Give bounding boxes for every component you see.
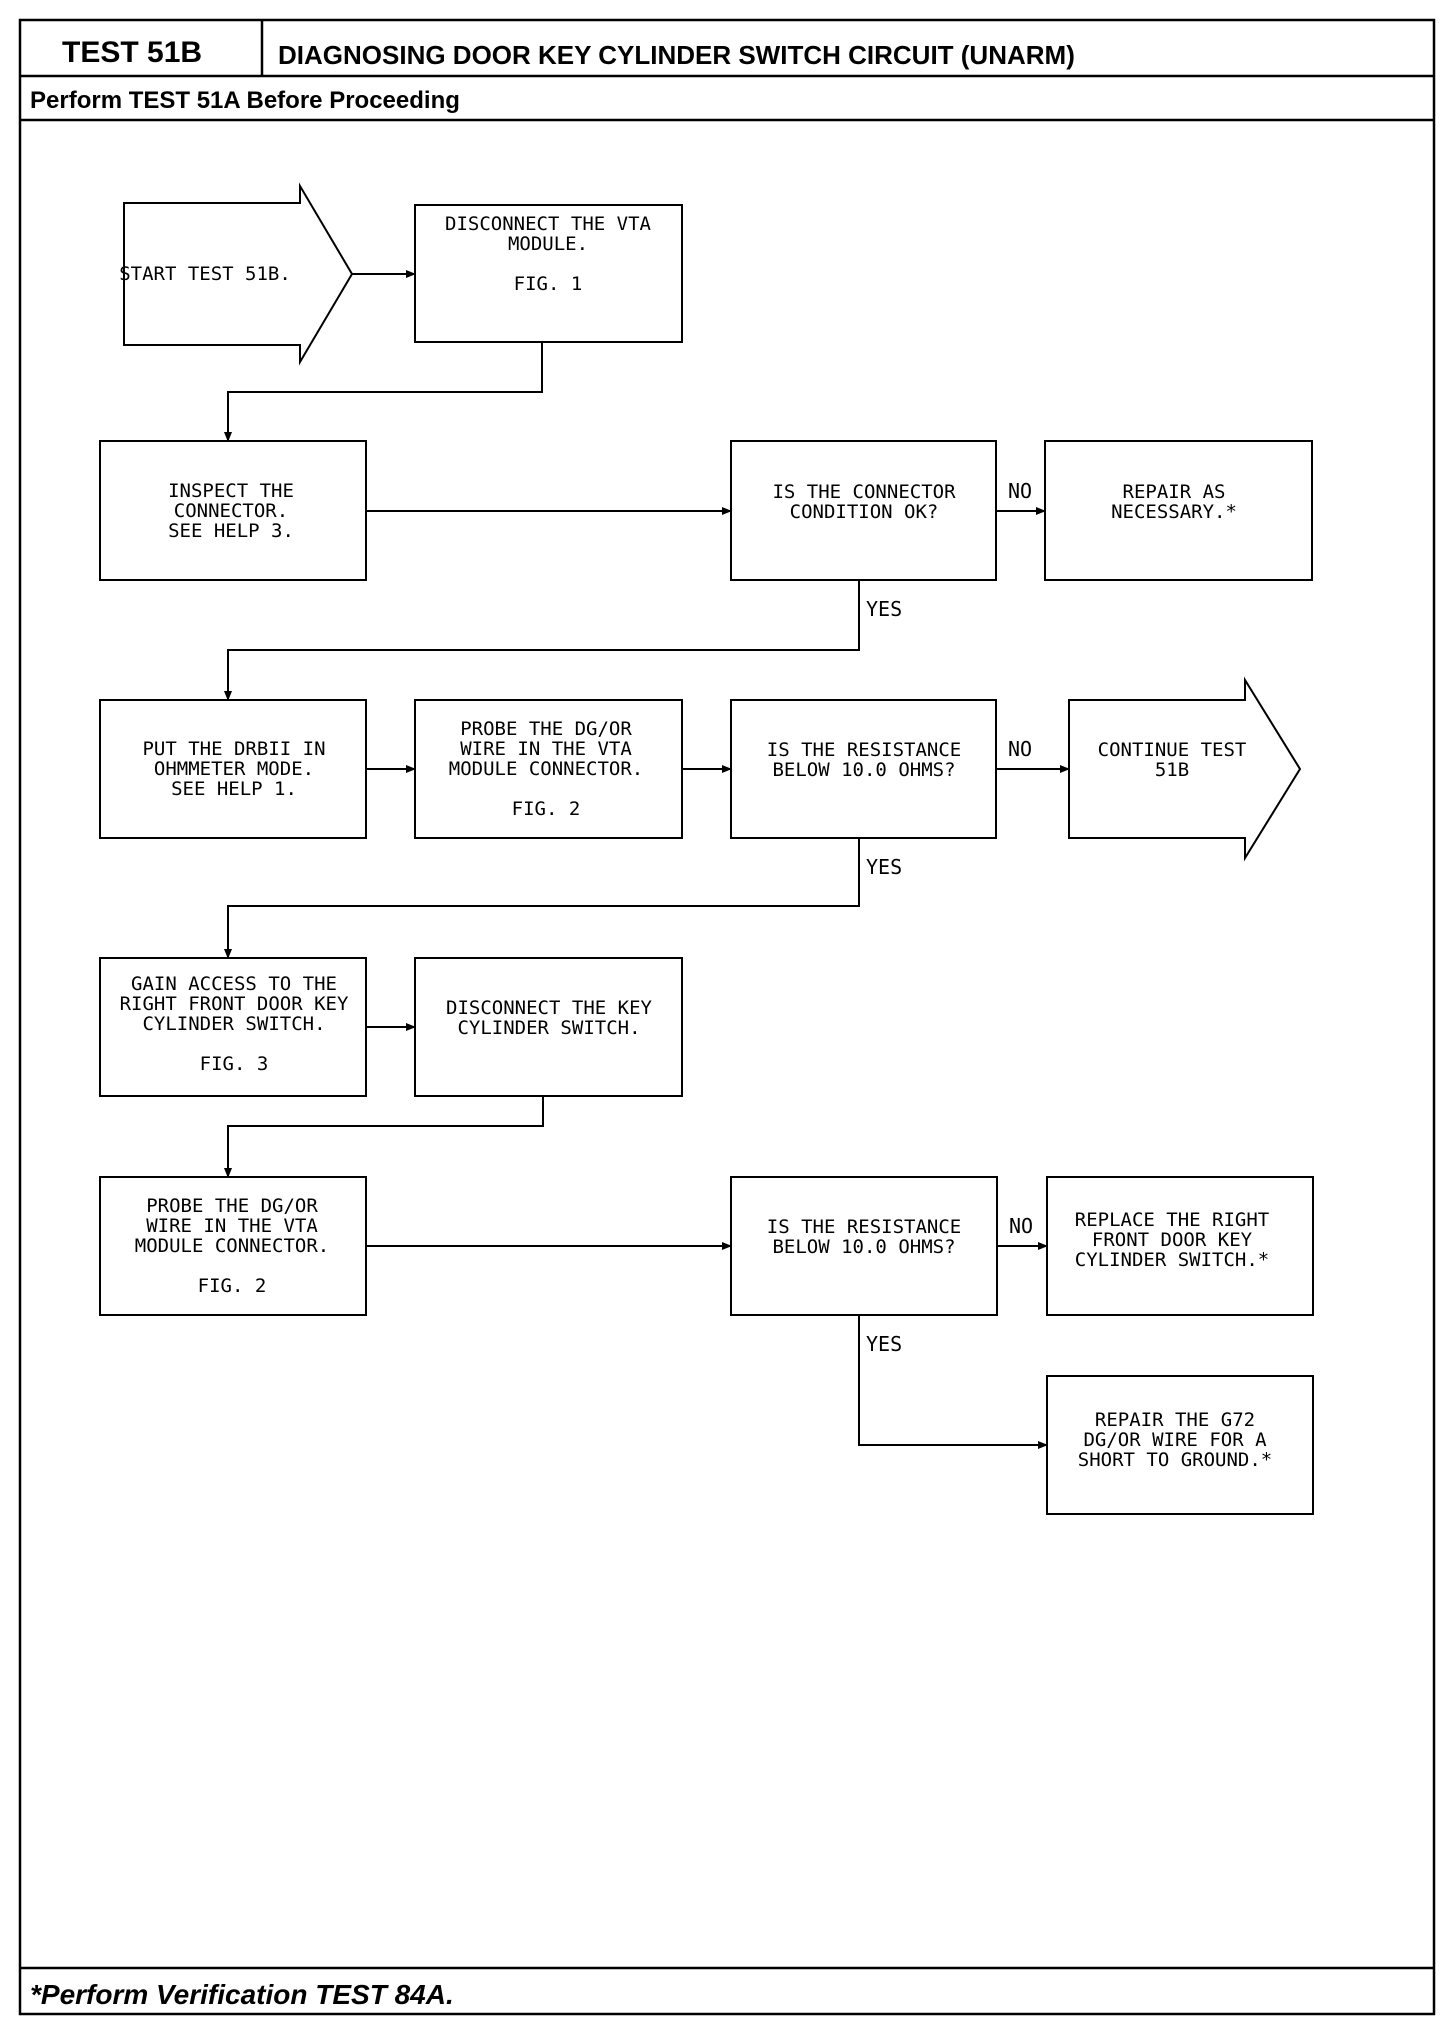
repair-g72-text-line: DG/OR WIRE FOR A xyxy=(1083,1429,1267,1451)
connector-lines xyxy=(224,270,1070,1449)
probe-dg-text-1-line: FIG. 2 xyxy=(512,798,581,820)
probe-dg-text-1-line: WIRE IN THE VTA xyxy=(460,738,632,760)
start-arrow-node: START TEST 51B. xyxy=(119,182,354,366)
disconnect-key-text-line: CYLINDER SWITCH. xyxy=(457,1017,640,1039)
resistance-decision-text-2-line: IS THE RESISTANCE xyxy=(767,1216,961,1238)
connector-ok-text-line: IS THE CONNECTOR xyxy=(772,481,956,503)
continue-test-text-line: 51B xyxy=(1155,759,1189,781)
no-label-resistance-2: NO xyxy=(1009,1214,1033,1238)
gain-access-text-line: FIG. 3 xyxy=(200,1053,269,1075)
continue-test-text-line: CONTINUE TEST xyxy=(1098,739,1247,761)
test-id-label: TEST 51B xyxy=(62,36,202,69)
yes-label-resistance-1: YES xyxy=(866,855,902,879)
page-title: DIAGNOSING DOOR KEY CYLINDER SWITCH CIRC… xyxy=(278,40,1075,70)
gain-access-text-line: CYLINDER SWITCH. xyxy=(142,1013,325,1035)
replace-switch-text-line: CYLINDER SWITCH.* xyxy=(1075,1249,1269,1271)
disconnect-vta-text-line: MODULE. xyxy=(508,233,588,255)
put-drbii-text-line: SEE HELP 1. xyxy=(171,778,297,800)
gain-access-text-line: RIGHT FRONT DOOR KEY xyxy=(120,993,349,1015)
replace-switch-text-line: FRONT DOOR KEY xyxy=(1092,1229,1253,1251)
no-label-resistance-1: NO xyxy=(1008,737,1032,761)
start-node-text: START TEST 51B. xyxy=(119,263,291,285)
prerequisite-note: Perform TEST 51A Before Proceeding xyxy=(30,87,460,114)
disconnect-key-text-line: DISCONNECT THE KEY xyxy=(446,997,652,1019)
put-drbii-text-line: OHMMETER MODE. xyxy=(154,758,314,780)
replace-switch-text-line: REPLACE THE RIGHT xyxy=(1075,1209,1269,1231)
put-drbii-text-line: PUT THE DRBII IN xyxy=(142,738,325,760)
yes-label-connector: YES xyxy=(866,597,902,621)
resistance-decision-text-2-line: BELOW 10.0 OHMS? xyxy=(772,1236,955,1258)
inspect-connector-text-line: SEE HELP 3. xyxy=(168,520,294,542)
connector-ok-text-line: CONDITION OK? xyxy=(790,501,939,523)
disconnect-vta-text-line: FIG. 1 xyxy=(514,273,583,295)
resistance-decision-text-1-line: BELOW 10.0 OHMS? xyxy=(772,759,955,781)
repair-g72-text-line: REPAIR THE G72 xyxy=(1095,1409,1255,1431)
no-label-connector: NO xyxy=(1008,479,1032,503)
probe-dg-text-2-line: MODULE CONNECTOR. xyxy=(135,1235,329,1257)
probe-dg-text-2-line: WIRE IN THE VTA xyxy=(146,1215,318,1237)
footer-verification-note: *Perform Verification TEST 84A. xyxy=(30,1979,454,2010)
probe-dg-text-1-line: PROBE THE DG/OR xyxy=(460,718,632,740)
probe-dg-text-2-line: PROBE THE DG/OR xyxy=(146,1195,318,1217)
repair-as-necessary-text-line: NECESSARY.* xyxy=(1111,501,1237,523)
gain-access-text-line: GAIN ACCESS TO THE xyxy=(131,973,337,995)
page-frame xyxy=(18,18,1436,2016)
probe-dg-text-1-line: MODULE CONNECTOR. xyxy=(449,758,643,780)
repair-g72-text-line: SHORT TO GROUND.* xyxy=(1078,1449,1272,1471)
start-node-text-line: START TEST 51B. xyxy=(119,263,291,285)
inspect-connector-text-line: INSPECT THE xyxy=(168,480,294,502)
repair-as-necessary-text-line: REPAIR AS xyxy=(1123,481,1226,503)
disconnect-vta-text-line: DISCONNECT THE VTA xyxy=(445,213,651,235)
probe-dg-text-2-line: FIG. 2 xyxy=(198,1275,267,1297)
inspect-connector-text-line: CONNECTOR. xyxy=(174,500,288,522)
yes-label-resistance-2: YES xyxy=(866,1332,902,1356)
resistance-decision-text-1-line: IS THE RESISTANCE xyxy=(767,739,961,761)
